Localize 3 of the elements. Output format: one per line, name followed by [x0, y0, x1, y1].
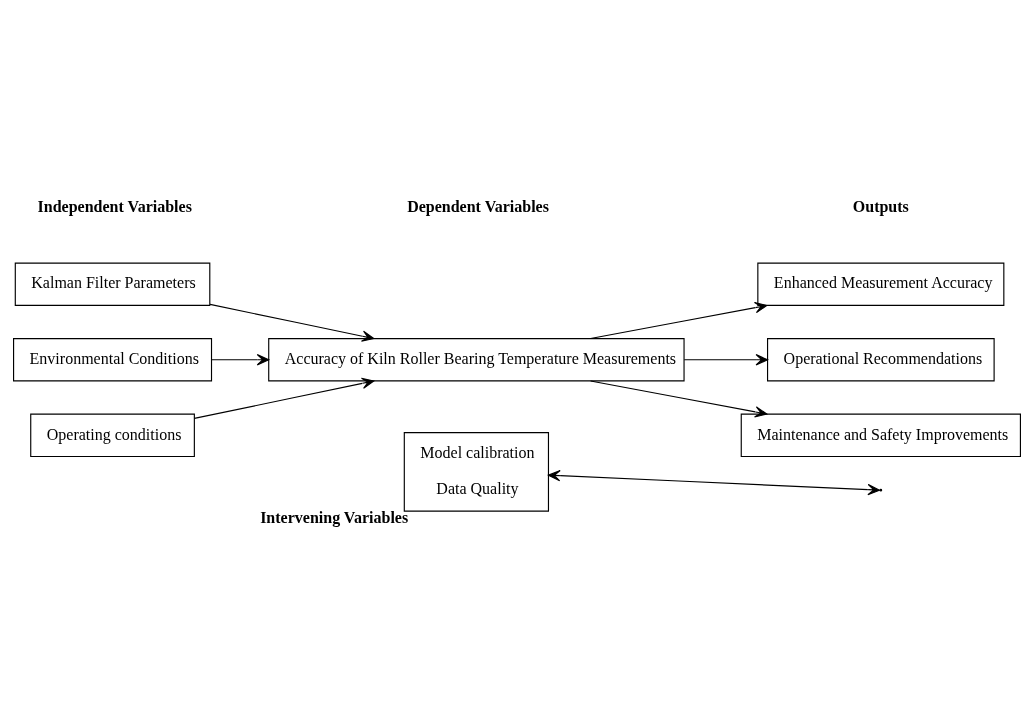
label: Outputs: [852, 197, 909, 215]
label: Independent Variables: [37, 197, 192, 215]
label: Dependent Variables: [406, 197, 549, 215]
